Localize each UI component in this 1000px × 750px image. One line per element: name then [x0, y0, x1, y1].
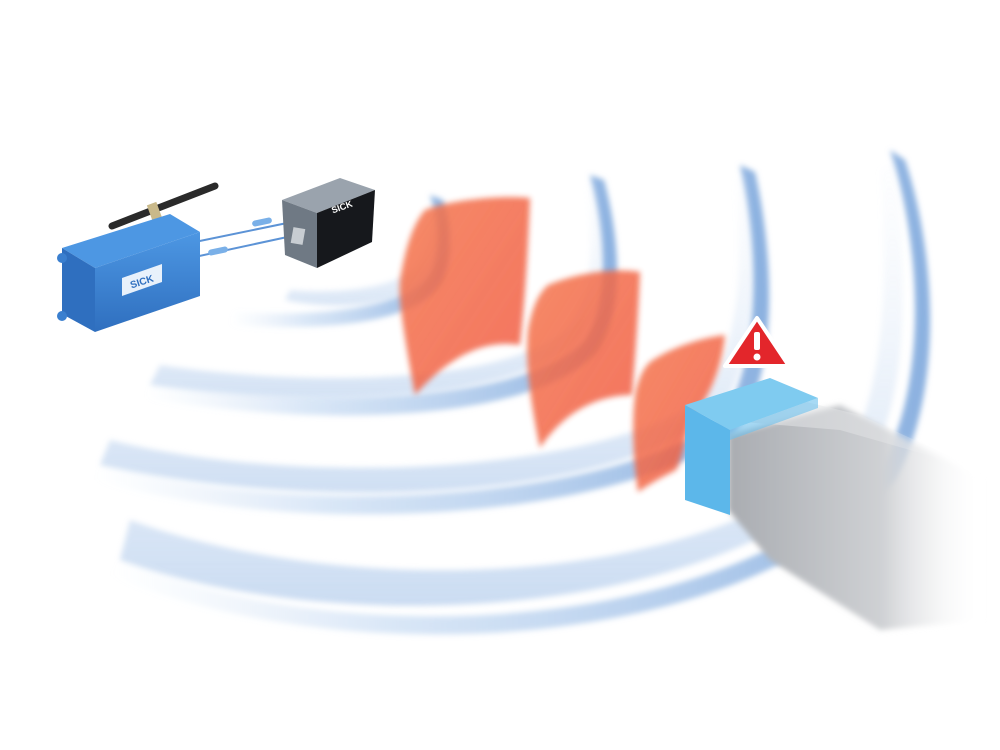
cable-connector-1	[252, 217, 272, 227]
detection-field-3	[633, 335, 725, 492]
radar-sensor-device: SICK	[282, 178, 375, 268]
wave-band-4	[110, 150, 930, 635]
antenna-icon	[108, 182, 219, 230]
cable-connector-2	[208, 246, 228, 256]
object-gray-side	[728, 405, 985, 630]
wave-band-3	[95, 165, 770, 515]
detection-fields	[399, 197, 725, 492]
detection-field-2	[527, 270, 640, 448]
cable-1	[189, 221, 293, 244]
obstacle-object	[685, 378, 985, 630]
controller-device: SICK	[57, 182, 219, 332]
object-cyan-side	[730, 398, 818, 440]
object-cyan-front	[685, 405, 730, 515]
object-cyan-top	[685, 378, 818, 430]
warning-triangle-icon	[723, 316, 791, 368]
wave-band-2	[145, 175, 618, 416]
detection-field-1	[399, 197, 530, 395]
wave-band-4-face	[120, 160, 903, 606]
wave-band-3-face	[100, 170, 754, 493]
wave-band-1	[230, 195, 450, 328]
wave-band-2-face	[150, 178, 604, 398]
connection-cables	[189, 217, 293, 259]
cable-2	[189, 235, 293, 259]
